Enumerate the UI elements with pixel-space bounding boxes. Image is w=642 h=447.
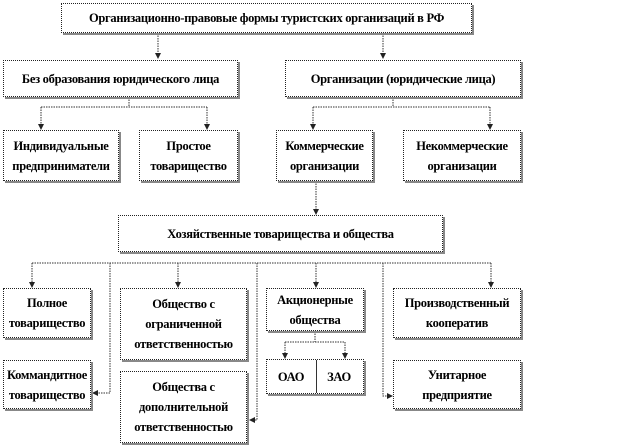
noncommercial-orgs-label: Некоммерческие организации xyxy=(416,138,508,173)
individual-entrepreneurs-label: Индивидуальные предприниматели xyxy=(12,138,110,173)
no-legal-entity-label: Без образования юридического лица xyxy=(21,71,220,86)
no-legal-entity-box: Без образования юридического лица xyxy=(3,60,238,97)
coop-box: Производственный кооператив xyxy=(393,288,521,338)
limited-partnership-box: Коммандитное товарищество xyxy=(3,360,91,409)
business-partnerships-box: Хозяйственные товарищества и общества xyxy=(118,215,443,252)
individual-entrepreneurs-box: Индивидуальные предприниматели xyxy=(3,130,119,181)
title-label: Организационно-правовые формы туристских… xyxy=(88,11,445,25)
commercial-orgs-box: Коммерческие организации xyxy=(276,130,373,181)
commercial-orgs-label: Коммерческие организации xyxy=(285,138,364,173)
oao-zao-box: ОАО ЗАО xyxy=(266,359,364,394)
alc-box: Общества с дополнительной ответственност… xyxy=(120,371,247,443)
full-partnership-box: Полное товарищество xyxy=(3,288,91,338)
zao-label: ЗАО xyxy=(327,369,351,384)
business-partnerships-label: Хозяйственные товарищества и общества xyxy=(167,226,394,241)
alc-label: Общества с дополнительной ответственност… xyxy=(134,380,233,434)
connector xyxy=(285,331,345,343)
legal-entity-label: Организации (юридические лица) xyxy=(310,71,496,86)
jsc-box: Акционерные общества xyxy=(266,288,364,331)
llc-label: Общество с ограниченной ответственностью xyxy=(134,297,233,351)
divider xyxy=(316,360,317,393)
simple-partnership-label: Простое товарищество xyxy=(150,138,227,173)
noncommercial-orgs-box: Некоммерческие организации xyxy=(403,130,521,181)
connector xyxy=(41,97,207,108)
simple-partnership-box: Простое товарищество xyxy=(139,130,238,181)
jsc-label: Акционерные общества xyxy=(277,292,353,327)
full-partnership-label: Полное товарищество xyxy=(8,296,86,330)
title-box: Организационно-правовые формы туристских… xyxy=(61,3,472,33)
limited-partnership-label: Коммандитное товарищество xyxy=(7,367,87,402)
unitary-label: Унитарное предприятие xyxy=(422,367,492,402)
unitary-box: Унитарное предприятие xyxy=(393,360,521,409)
connector xyxy=(382,263,393,399)
connector xyxy=(313,97,490,108)
legal-entity-box: Организации (юридические лица) xyxy=(285,60,521,97)
oao-label: ОАО xyxy=(277,369,305,384)
connector xyxy=(92,263,111,396)
coop-label: Производственный кооператив xyxy=(404,296,510,330)
llc-box: Общество с ограниченной ответственностью xyxy=(120,288,247,360)
connector xyxy=(249,263,258,423)
